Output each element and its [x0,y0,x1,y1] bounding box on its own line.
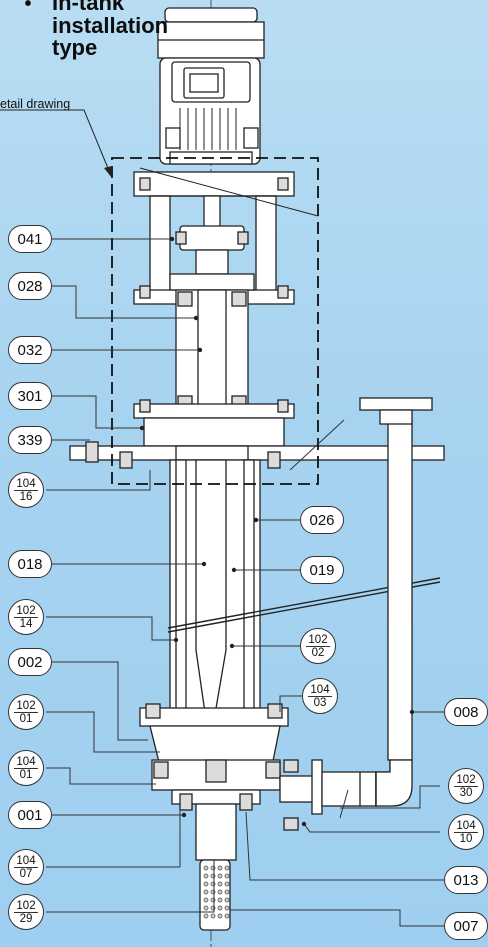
title-line-2: installation [52,13,169,38]
callout-301: 301 [8,382,52,410]
bullet-icon: • [24,0,32,15]
pump-casing [139,703,289,811]
motor-bracket [133,171,295,305]
suction-strainer [195,803,237,931]
callout-019: 019 [300,556,344,584]
detail-drawing-label: etail drawing [0,97,71,111]
callout-032: 032 [8,336,52,364]
detail-frame [111,157,319,485]
callout-007: 007 [444,912,488,940]
callout-001: 001 [8,801,52,829]
column-pipe [167,459,441,721]
title-line-1: In-tank [52,0,125,15]
title-line-3: type [52,35,98,60]
callout-026: 026 [300,506,344,534]
callout-008: 008 [444,698,488,726]
callout-013: 013 [444,866,488,894]
callout-018: 018 [8,550,52,578]
discharge-pipe [279,397,433,831]
callout-028: 028 [8,272,52,300]
callout-041: 041 [8,225,52,253]
detail-leader [0,109,113,179]
motor [157,7,265,165]
coupling [175,195,249,275]
callout-002: 002 [8,648,52,676]
base-plate [69,417,445,469]
callout-339: 339 [8,426,52,454]
installation-type-title: • In-tank installation type [18,0,218,59]
